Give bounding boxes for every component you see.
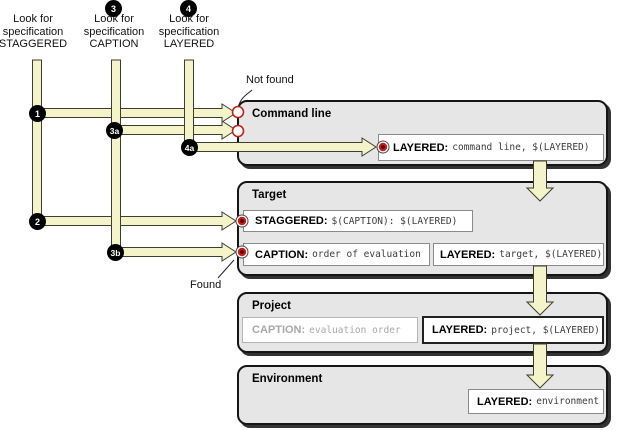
spec-box-command-line-layered: LAYERED: command line, $(LAYERED) (378, 134, 604, 161)
scope-title-project: Project (252, 300, 291, 312)
flow-bar-layered (184, 59, 194, 151)
found-label: Found (190, 279, 222, 291)
spec-value: environment (536, 396, 600, 407)
spec-box-environment-layered: LAYERED: environment (468, 389, 604, 414)
flow-bar-staggered (32, 59, 42, 226)
badge-step-4a: 4a (181, 139, 198, 156)
spec-value: command line, $(LAYERED) (452, 142, 590, 153)
label-look-for-layered: Look for specification LAYERED (158, 13, 220, 50)
scope-title-target: Target (252, 189, 287, 201)
badge-step-4: 4 (180, 0, 197, 17)
badge-step-1: 1 (29, 105, 46, 122)
spec-name: STAGGERED: (255, 215, 328, 227)
badge-step-3: 3 (105, 0, 122, 17)
spec-value: $(CAPTION): $(LAYERED) (331, 215, 458, 227)
badge-step-2: 2 (29, 213, 46, 230)
spec-value: evaluation order (309, 324, 401, 336)
label-look-for-staggered: Look for specification STAGGERED (0, 13, 68, 50)
spec-value: project, $(LAYERED) (491, 324, 600, 336)
spec-value: target, $(LAYERED) (499, 249, 603, 260)
scope-title-command-line: Command line (252, 108, 332, 120)
label-look-for-caption: Look for specification CAPTION (83, 13, 145, 50)
badge-step-3a: 3a (106, 122, 123, 139)
arrow-step-2 (36, 211, 237, 231)
arrow-step-1 (36, 103, 237, 123)
arrow-step-3b (114, 242, 237, 262)
spec-name: LAYERED: (477, 395, 533, 408)
spec-value: order of evaluation (312, 249, 421, 260)
found-leader-line (217, 259, 235, 279)
scope-title-environment: Environment (252, 373, 323, 385)
spec-name: CAPTION: (255, 248, 309, 261)
spec-box-project-layered: LAYERED: project, $(LAYERED) (422, 316, 604, 344)
spec-name: LAYERED: (432, 324, 488, 336)
spec-box-target-layered: LAYERED: target, $(LAYERED) (433, 243, 604, 266)
spec-name: LAYERED: (393, 141, 449, 154)
not-found-label: Not found (246, 74, 294, 86)
spec-name: CAPTION: (252, 324, 306, 336)
spec-box-target-caption: CAPTION: order of evaluation (243, 243, 430, 266)
flow-bar-caption (111, 59, 121, 257)
spec-box-project-caption: CAPTION: evaluation order (242, 317, 418, 343)
spec-name: LAYERED: (440, 248, 496, 261)
badge-step-3b: 3b (107, 244, 124, 261)
arrow-step-3a (113, 120, 237, 140)
spec-box-target-staggered: STAGGERED: $(CAPTION): $(LAYERED) (243, 210, 473, 232)
